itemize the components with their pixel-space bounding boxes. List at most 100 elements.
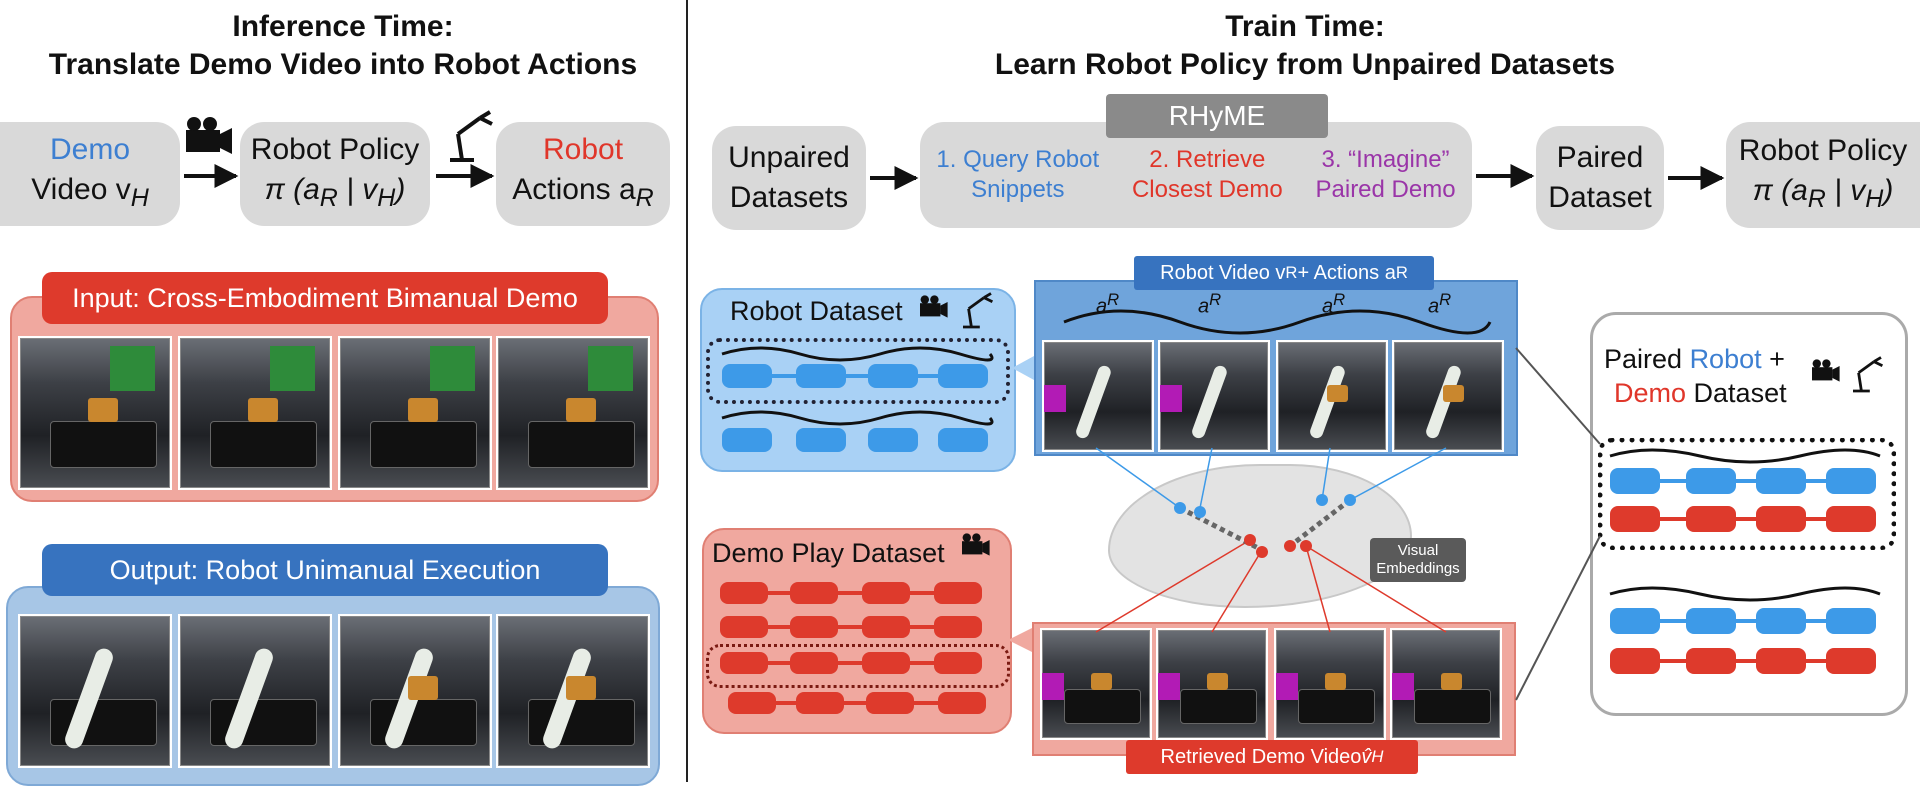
output-frame-3 [338, 614, 492, 768]
robot-arm-icon [450, 110, 493, 162]
demo-segment [720, 582, 768, 604]
train-policy-line2: π (aR | vH) [1752, 174, 1894, 213]
step-imagine: 3. “Imagine”Paired Demo [1315, 146, 1456, 203]
output-frame-1 [18, 614, 172, 768]
right-title-line2: Learn Robot Policy from Unpaired Dataset… [994, 48, 1616, 81]
paired-demo-segment [1826, 506, 1876, 532]
callout-pointer [1008, 628, 1032, 652]
unpaired-line1: Unpaired [728, 141, 850, 174]
paired-demo-segment [1686, 506, 1736, 532]
demo-segment [790, 582, 838, 604]
paired-highlight [1598, 438, 1896, 550]
robot-policy-line2: π (aR | vH) [264, 173, 406, 212]
demo-segment [934, 582, 982, 604]
robot-segment [868, 364, 918, 388]
paired-line1: Paired [1556, 141, 1644, 174]
demo-segment [728, 692, 776, 714]
demo-segment [934, 616, 982, 638]
demo-video-box: Demo Video vH [0, 122, 180, 226]
section-divider [686, 0, 688, 782]
robot-arm-icon [1852, 356, 1884, 393]
paired-demo-segment [1756, 506, 1806, 532]
embedding-paths [1178, 498, 1352, 553]
robot-segment [938, 364, 988, 388]
robot-actions-line1: Robot [542, 133, 624, 166]
camera-icon [186, 117, 232, 154]
robot-segment [868, 428, 918, 452]
embedding-space [1108, 464, 1412, 608]
demo-segment [938, 692, 986, 714]
robot-video-frame-4 [1392, 340, 1504, 452]
robot-segment-links [772, 374, 1826, 623]
paired-robot-segment [1610, 468, 1660, 494]
robot-segment [796, 364, 846, 388]
demo-segment [790, 652, 838, 674]
demo-segment-links [768, 517, 1826, 705]
robot-segment [796, 428, 846, 452]
rhyme-label: RHyME [1106, 94, 1328, 138]
paired-line2: Dataset [1548, 181, 1652, 214]
demo-segment [866, 692, 914, 714]
demo-segment [862, 616, 910, 638]
robot-video-frame-3 [1276, 340, 1388, 452]
paired-robot-segment [1756, 608, 1806, 634]
robot-dataset-label: Robot Dataset [730, 296, 903, 326]
unpaired-datasets-box: Unpaired Datasets [712, 126, 866, 230]
input-banner: Input: Cross-Embodiment Bimanual Demo [42, 272, 608, 324]
action-label: aR [1322, 290, 1346, 318]
right-title: Train Time: Learn Robot Policy from Unpa… [690, 8, 1920, 84]
left-title: Inference Time: Translate Demo Video int… [0, 8, 686, 84]
robot-policy-box: Robot Policy π (aR | vH) [240, 122, 430, 226]
action-label: aR [1198, 290, 1222, 318]
embedding-links-robot [1095, 447, 1447, 509]
robot-video-frame-2 [1158, 340, 1270, 452]
paired-demo-segment [1826, 648, 1876, 674]
retrieved-frame-2 [1156, 628, 1268, 740]
input-frame-1 [18, 336, 172, 490]
robot-actions-box: Robot Actions aR [496, 122, 670, 226]
paired-robot-segment [1826, 608, 1876, 634]
paired-robot-demo-title: Paired Robot + Demo Dataset [1604, 344, 1787, 408]
demo-segment [720, 616, 768, 638]
paired-demo-segment [1686, 648, 1736, 674]
robot-segment [722, 428, 772, 452]
demo-video-line2: Video vH [31, 173, 149, 212]
camera-icon [920, 295, 948, 318]
retrieved-frame-1 [1040, 628, 1152, 740]
robot-video-frame-1 [1042, 340, 1154, 452]
output-banner: Output: Robot Unimanual Execution [42, 544, 608, 596]
left-title-line1: Inference Time: [232, 10, 454, 43]
robot-segment [938, 428, 988, 452]
retrieved-demo-banner: Retrieved Demo Video v̂H [1126, 740, 1418, 774]
unpaired-line2: Datasets [729, 181, 849, 214]
callout-pointer [1012, 356, 1034, 380]
action-label: aR [1096, 290, 1120, 318]
demo-segment [862, 582, 910, 604]
retrieved-frame-4 [1390, 628, 1502, 740]
robot-segment [722, 364, 772, 388]
demo-segment [862, 652, 910, 674]
camera-icon [962, 533, 990, 556]
train-robot-policy-box: Robot Policy π (aR | vH) [1726, 122, 1920, 228]
paired-robot-segment [1686, 608, 1736, 634]
paired-demo-segment [1610, 648, 1660, 674]
paired-dataset-box: Paired Dataset [1536, 126, 1664, 230]
demo-play-dataset-label: Demo Play Dataset [712, 538, 945, 568]
demo-segment [934, 652, 982, 674]
paired-robot-segment [1826, 468, 1876, 494]
left-title-line2: Translate Demo Video into Robot Actions [48, 48, 638, 81]
robot-dataset-highlight [706, 338, 1010, 404]
right-title-line1: Train Time: [1225, 10, 1385, 43]
action-waves [721, 309, 1881, 602]
demo-video-line1: Demo [49, 133, 131, 166]
robot-arm-icon [962, 292, 994, 329]
embedding-links-demo [1095, 539, 1447, 633]
paired-demo-segment [1610, 506, 1660, 532]
embedding-points [1174, 494, 1356, 558]
